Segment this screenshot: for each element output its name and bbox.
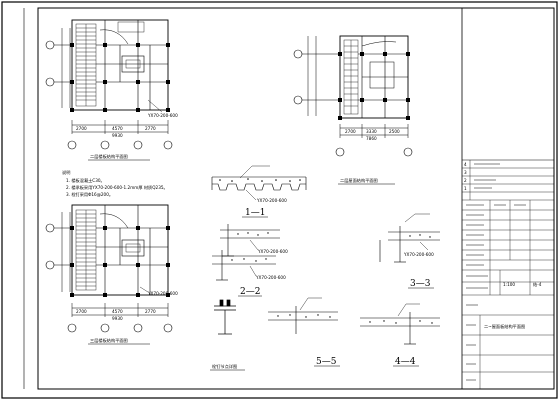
tb-row-1: 1 <box>464 186 467 191</box>
plan-b-dim-total: 9930 <box>112 316 123 321</box>
plan-b-callout: YX70-200-600 <box>147 291 178 296</box>
plan-b: YX70-200-600 2700 4570 2770 9930 三层楼板结构平… <box>45 204 178 345</box>
plan-a-dim-2: 4570 <box>112 126 123 131</box>
plan-b-dim-3: 2770 <box>145 309 156 314</box>
section-1-1-callout: YX70-200-600 <box>257 249 288 254</box>
plan-a-dim-1: 2700 <box>76 126 87 131</box>
section-2-2-label: 2—2 <box>240 287 260 297</box>
notes-line-3: 3. 栓钉采用Φ16@200。 <box>66 191 113 198</box>
section-5-5: 5—5 <box>268 297 340 367</box>
plan-a: YX70-200-600 2700 4570 2770 9930 二层楼板结构平… <box>45 19 178 161</box>
tb-scale: 1:100 <box>503 282 515 287</box>
tb-drawing-title: 二~屋面板结构平面图 <box>484 323 525 330</box>
plan-c-dim-2: 3330 <box>366 129 377 134</box>
tb-text-marks <box>466 163 526 381</box>
stud-detail: 栓钉节点详图 <box>210 299 245 371</box>
inner-frame <box>37 7 555 390</box>
notes-line-2: 2. 楼承板采用YX70-200-600-1.2mm厚 材质Q235。 <box>66 184 168 191</box>
deck-profile-callout: YX70-200-600 <box>256 198 287 203</box>
section-5-5-label: 5—5 <box>316 357 337 367</box>
section-4-4-label: 4—4 <box>395 357 416 367</box>
plan-a-title: 二层楼板结构平面图 <box>90 153 128 160</box>
plan-a-dim-total: 9930 <box>112 133 123 138</box>
section-1-1-label: 1—1 <box>245 208 265 218</box>
title-block: 4 3 2 1 二~屋面板结构平面图 1:100 结-4 <box>461 8 554 389</box>
plan-a-callout: YX70-200-600 <box>147 113 178 118</box>
plan-a-dim-3: 2770 <box>145 126 156 131</box>
stud-detail-title: 栓钉节点详图 <box>212 363 237 370</box>
plan-b-dim-1: 2700 <box>76 309 87 314</box>
deck-profile: YX70-200-600 二层屋面结构平面图 <box>211 165 395 203</box>
plan-b-title: 三层楼板结构平面图 <box>90 337 128 344</box>
tb-row-3: 3 <box>464 170 467 175</box>
section-2-2: 2—2 YX70-200-600 <box>212 250 286 297</box>
section-2-2-callout: YX70-200-600 <box>255 275 286 280</box>
plan-b-dim-2: 4570 <box>112 309 123 314</box>
section-1-1: 1—1 YX70-200-600 <box>220 208 288 257</box>
notes-line-1: 1. 楼板混凝土C30。 <box>66 177 105 184</box>
deck-profile-title: 二层屋面结构平面图 <box>340 177 378 184</box>
plan-c-dim-total: 7860 <box>366 136 377 141</box>
tb-row-2: 2 <box>464 178 467 183</box>
tb-sheet-no: 结-4 <box>533 281 542 288</box>
section-3-3-callout: YX70-200-600 <box>403 252 434 257</box>
tb-row-4: 4 <box>464 162 467 167</box>
notes: 说明 1. 楼板混凝土C30。 2. 楼承板采用YX70-200-600-1.2… <box>62 169 168 198</box>
plan-c: 2700 3330 2500 7860 <box>293 35 413 157</box>
plan-c-dim-1: 2700 <box>345 129 356 134</box>
section-3-3-label: 3—3 <box>410 279 431 289</box>
notes-heading: 说明 <box>62 169 70 176</box>
section-4-4: 4—4 <box>360 303 440 367</box>
plan-c-dim-3: 2500 <box>389 129 400 134</box>
section-3-3: 3—3 YX70-200-600 <box>379 213 440 289</box>
